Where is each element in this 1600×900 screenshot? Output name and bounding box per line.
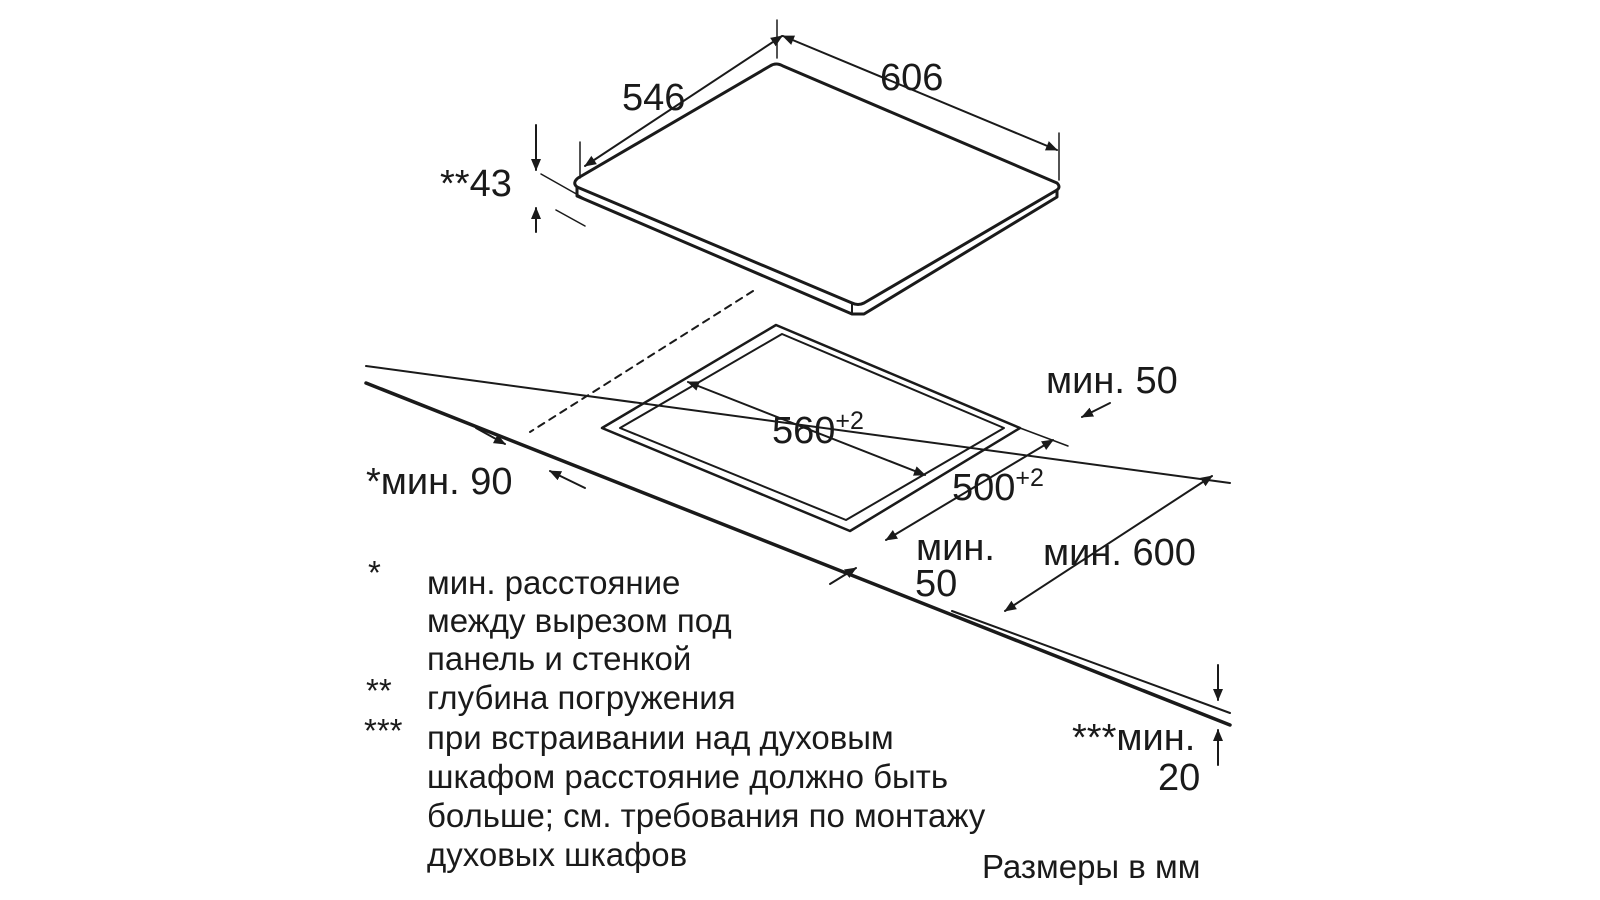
- hob-depth-dimension-line: [579, 35, 783, 179]
- note-1-line-2: между вырезом под: [427, 602, 732, 639]
- footnotes: * мин. расстояние между вырезом под пане…: [364, 554, 986, 873]
- cutout-width-tolerance: +2: [835, 407, 864, 435]
- front-clearance-label-line1: мин.: [916, 527, 995, 569]
- projection-dashed-line: [529, 290, 754, 433]
- hob-width-label: 606: [880, 57, 943, 99]
- units-caption: Размеры в мм: [982, 848, 1200, 885]
- note-1-line-3: панель и стенкой: [427, 640, 691, 677]
- front-clearance-label-line2: 50: [915, 563, 957, 605]
- note-3-line-3: больше; см. требования по монтажу: [427, 797, 986, 834]
- cutout-depth-value: 500: [952, 467, 1015, 509]
- cutout-width-value: 560: [772, 410, 835, 452]
- note-3-line-4: духовых шкафов: [427, 836, 687, 873]
- side-clearance-label: *мин. 90: [366, 461, 513, 503]
- rear-clearance-label: мин. 50: [1046, 360, 1178, 402]
- side-clearance-arrows: [475, 427, 586, 489]
- hob-depth-label: 546: [622, 77, 685, 119]
- hob-immersion-dimension: [531, 124, 588, 233]
- note-3-line-1: при встраивании над духовым: [427, 719, 894, 756]
- cabinet-depth-dimension-line: [1004, 475, 1213, 612]
- hob-width-dimension-line: [776, 19, 1060, 181]
- note-marker-1: *: [368, 554, 381, 591]
- note-2-line-1: глубина погружения: [427, 679, 736, 716]
- note-marker-2: **: [366, 672, 392, 709]
- below-clearance-label-line1: ***мин.: [1072, 717, 1195, 759]
- cutout-depth-tolerance: +2: [1015, 464, 1044, 492]
- cutout-depth-extension: [1019, 427, 1069, 447]
- note-3-line-2: шкафом расстояние должно быть: [427, 758, 948, 795]
- rear-clearance-arrow: [1081, 402, 1111, 418]
- below-clearance-label-line2: 20: [1158, 757, 1200, 799]
- front-clearance-arrow: [829, 567, 857, 585]
- hob-glass-top: [573, 62, 1061, 306]
- immersion-depth-label: **43: [440, 163, 512, 205]
- cutout-depth-label: 500+2: [952, 464, 1044, 509]
- cutout-depth-dimension-line: [885, 439, 1054, 541]
- cabinet-clearance-label: мин. 600: [1043, 532, 1196, 574]
- note-1-line-1: мин. расстояние: [427, 564, 680, 601]
- note-marker-3: ***: [364, 712, 403, 749]
- cutout-width-label: 560+2: [772, 407, 864, 452]
- cutout-outline: [600, 323, 1022, 533]
- hob-frame: [575, 185, 1059, 316]
